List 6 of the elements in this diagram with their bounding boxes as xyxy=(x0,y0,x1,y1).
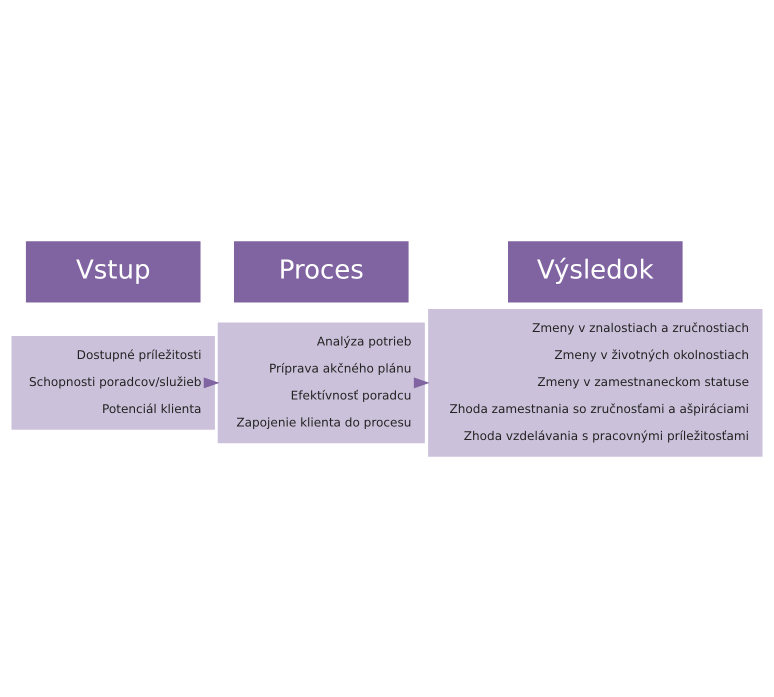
arrow xyxy=(204,376,220,388)
arrow xyxy=(414,376,430,388)
node-box: Vstup xyxy=(26,240,201,302)
node-box: Zmeny v znalostiach a zručnostiach Zmeny v životných okolnostiach Zmeny v zamestnaneckom statuse Zhoda zamestnania so zručnosťami a ašpiráciami Zhoda vzdelávania s pracovnými príležitosťami xyxy=(428,308,762,456)
node-box: Výsledok xyxy=(508,240,683,302)
node-box: Proces xyxy=(234,240,409,302)
